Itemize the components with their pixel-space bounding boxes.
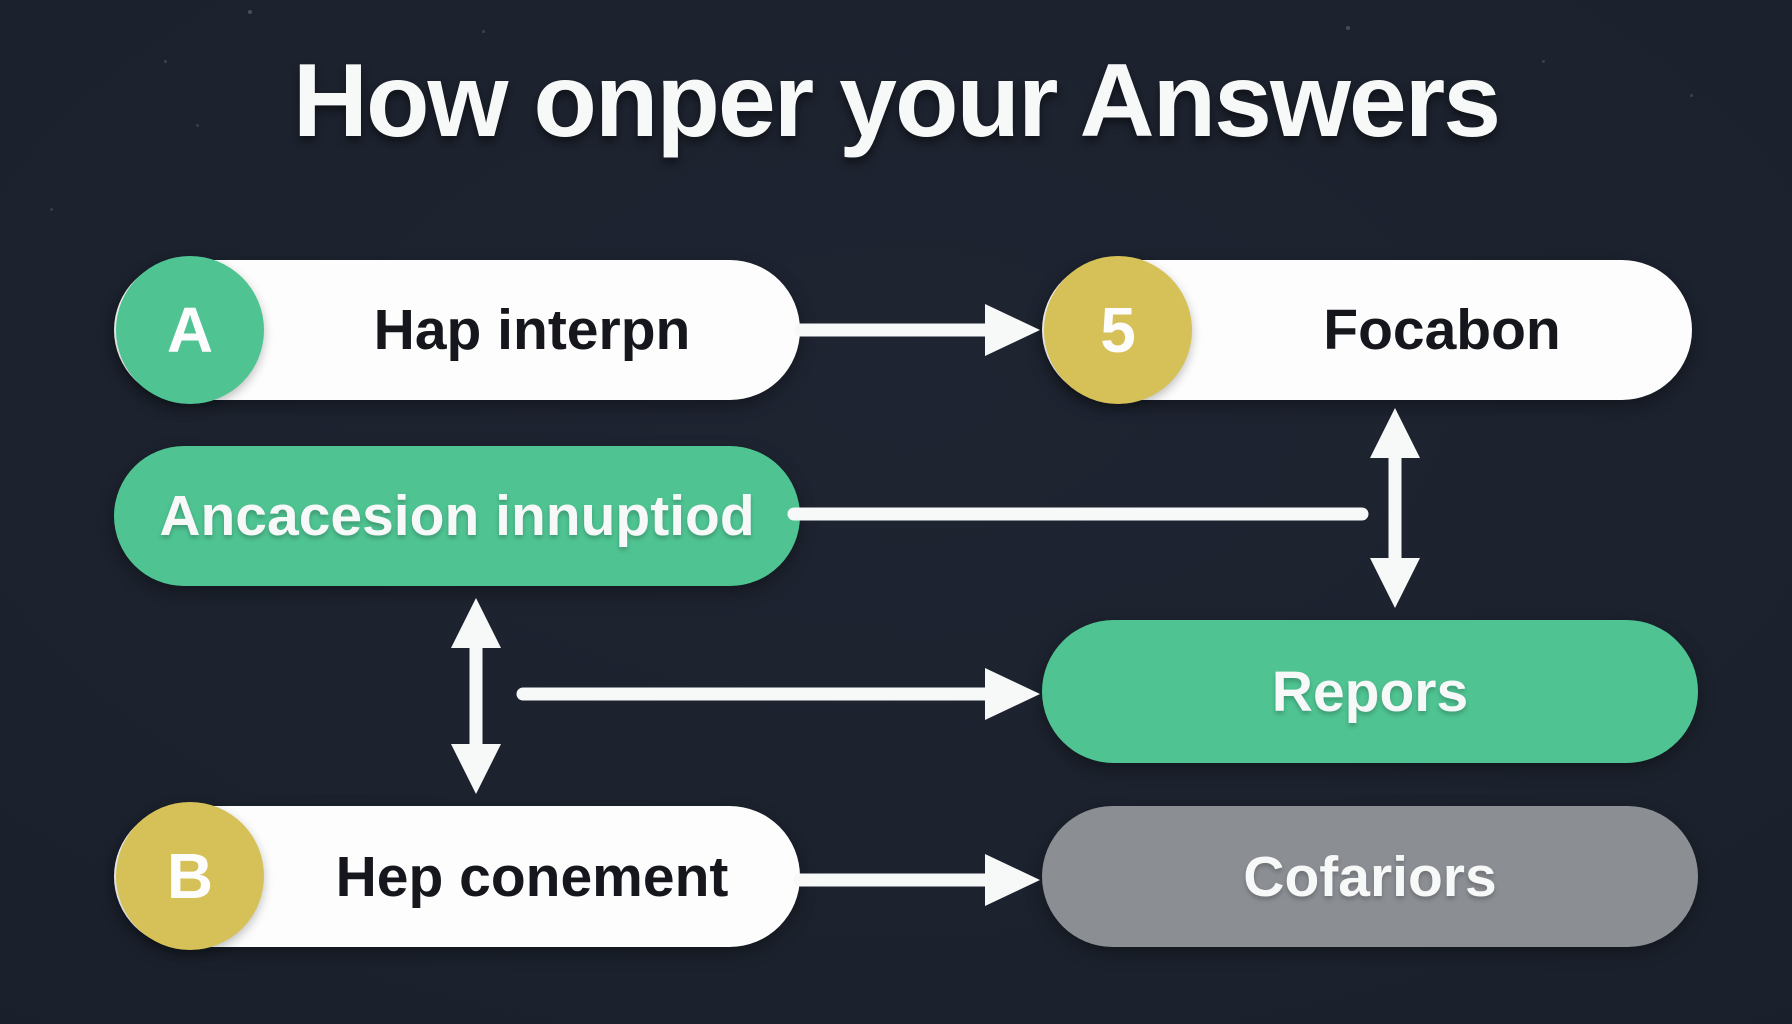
- background-speck: [482, 30, 485, 33]
- arrow-focabon-repors-bidirectional-icon: [1370, 408, 1420, 608]
- arrow-ancacesion-hep-bidirectional-icon: [451, 598, 501, 794]
- arrow-to-repors-icon: [516, 668, 1040, 720]
- node-focabon: 5 Focabon: [1042, 256, 1692, 404]
- node-repors: Repors: [1042, 620, 1698, 763]
- background-speck: [1346, 26, 1350, 30]
- node-label: Ancacesion innuptiod: [159, 484, 755, 548]
- node-label: Hap interpn: [373, 298, 691, 362]
- background-speck: [248, 10, 252, 14]
- arrow-hap-to-focabon-icon: [793, 304, 1040, 356]
- node-cofariors: Cofariors: [1042, 806, 1698, 947]
- page-title: How onper your Answers: [292, 43, 1501, 159]
- background-speck: [50, 208, 53, 211]
- arrow-hep-to-cofariors-icon: [793, 854, 1040, 906]
- node-ancacesion-innuptiod: Ancacesion innuptiod: [114, 446, 800, 586]
- background-speck: [164, 60, 167, 63]
- node-label: Repors: [1271, 659, 1469, 724]
- badge-a: A: [116, 256, 264, 404]
- badge-5: 5: [1044, 256, 1192, 404]
- background-speck: [196, 124, 199, 127]
- background-speck: [1542, 60, 1545, 63]
- background-speck: [1690, 94, 1693, 97]
- node-hap-interpn: A Hap interpn: [114, 256, 800, 404]
- node-label: Hep conement: [335, 844, 729, 909]
- badge-b: B: [116, 802, 264, 950]
- node-hep-conement: B Hep conement: [114, 802, 800, 950]
- node-label: Focabon: [1323, 298, 1561, 362]
- node-label: Cofariors: [1243, 844, 1497, 909]
